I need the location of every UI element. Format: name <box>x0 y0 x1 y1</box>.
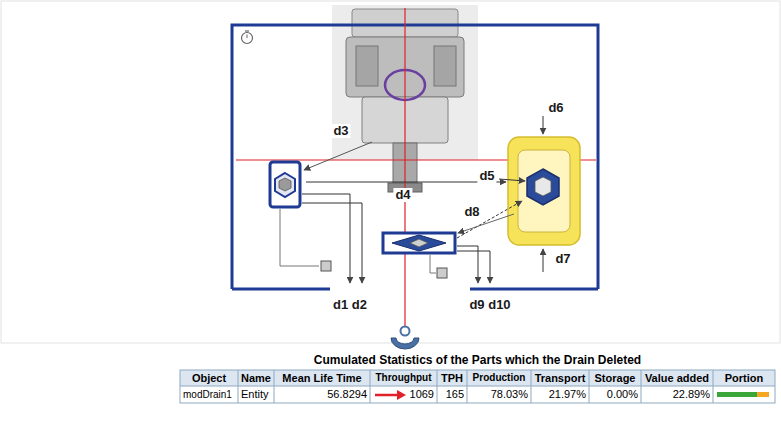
source-icon <box>321 261 331 271</box>
table-cell: 0.00% <box>592 386 638 403</box>
feed-line <box>430 255 436 273</box>
distance-label: d9 d10 <box>467 298 512 312</box>
table-cell: 78.03% <box>470 386 528 403</box>
panel-border <box>1 1 780 343</box>
distance-label: d8 <box>462 205 481 219</box>
table-header-cell: Throughput <box>373 370 434 386</box>
table-cell: 22.89% <box>644 386 710 403</box>
table-cell: modDrain1 <box>183 386 235 403</box>
distance-label: d4 <box>393 188 412 202</box>
station-inner <box>518 150 570 232</box>
table-rule <box>589 370 590 403</box>
table-header-cell: Transport <box>534 370 586 386</box>
distance-arrow <box>457 251 490 283</box>
table-header-cell: Object <box>183 370 235 386</box>
table-cell: 56.8294 <box>277 386 367 403</box>
portion-bar <box>757 392 769 397</box>
table-header-cell: Value added <box>644 370 710 386</box>
clock-icon <box>245 30 249 31</box>
part-cube <box>535 177 551 196</box>
table-rule <box>437 370 438 403</box>
pointer-arrow <box>397 390 406 400</box>
source-icon <box>437 268 447 278</box>
cell-frame <box>470 288 598 291</box>
distance-label: d5 <box>477 169 496 183</box>
distance-arrow <box>457 246 478 283</box>
table-header-band <box>180 370 775 386</box>
part-cube <box>410 239 428 247</box>
table-cell: 21.97% <box>534 386 586 403</box>
clock-icon <box>242 33 253 44</box>
table-rules <box>238 370 713 403</box>
station-box <box>383 233 455 253</box>
distance-arrow <box>302 203 362 283</box>
distance-arrow <box>304 142 372 170</box>
distance-arrow <box>302 194 350 283</box>
table-rule <box>713 370 714 403</box>
part-hexagon <box>275 173 295 197</box>
operator-icon <box>391 338 419 349</box>
cell-frame <box>232 288 330 291</box>
table-header-cell: TPH <box>440 370 464 386</box>
table-caption: Cumulated Statistics of the Parts which … <box>314 353 641 367</box>
table-cell: Entity <box>241 386 271 403</box>
distance-arrow <box>499 179 525 181</box>
table-rule <box>531 370 532 403</box>
table-rule <box>274 370 275 403</box>
table-cell: 1069 <box>373 386 434 403</box>
table-rule <box>238 370 239 403</box>
part-hexagon <box>527 169 559 205</box>
part-diamond <box>392 235 446 251</box>
robot-motor <box>356 46 378 86</box>
clock-icon <box>247 35 248 39</box>
distance-label: d7 <box>553 252 572 266</box>
distance-arrow <box>457 201 522 238</box>
table-header-cell: Portion <box>716 370 772 386</box>
crosshair-line <box>404 8 405 328</box>
distance-arrow <box>543 116 544 134</box>
table-rule <box>370 370 371 403</box>
distance-label: d1 d2 <box>331 298 369 312</box>
distance-arrow <box>306 182 506 183</box>
table-border <box>180 370 775 403</box>
table-header-cell: Production <box>470 370 528 386</box>
pointer-arrow <box>375 394 398 397</box>
cell-frame <box>232 25 598 289</box>
table-header-cell: Name <box>241 370 271 386</box>
table-header-cell: Storage <box>592 370 638 386</box>
station-box <box>508 137 580 245</box>
robot-motor <box>434 46 456 86</box>
table-cell: 165 <box>440 386 464 403</box>
distance-label: d6 <box>546 101 565 115</box>
portion-bar <box>717 392 757 397</box>
operator-icon <box>401 327 410 336</box>
table-rule <box>467 370 468 403</box>
table-header-cell: Mean Life Time <box>277 370 367 386</box>
distance-label: d3 <box>331 124 350 138</box>
distance-arrow <box>543 249 544 272</box>
feed-line <box>280 209 319 266</box>
table-rule <box>641 370 642 403</box>
part-cube <box>279 178 291 191</box>
station-box <box>270 162 300 207</box>
table-rule <box>180 386 775 387</box>
